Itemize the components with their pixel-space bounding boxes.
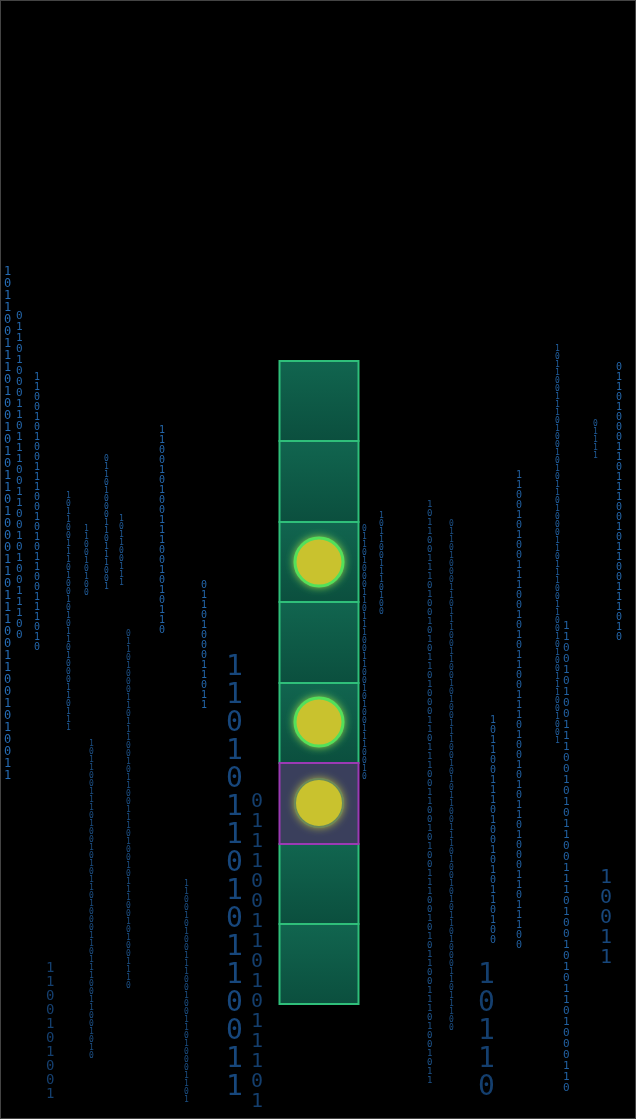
- binary-rain: 01111: [593, 420, 598, 460]
- yellow-ball: [295, 698, 343, 746]
- grid-cell: [280, 441, 359, 522]
- grid-cell: [280, 844, 359, 924]
- binary-rain: 0110100011011: [201, 580, 207, 710]
- cell-column: [280, 361, 359, 1004]
- binary-rain: 1011001110100101011010001101110011001010…: [4, 265, 11, 781]
- binary-rain: 1100101001: [46, 960, 54, 1100]
- binary-rain: 10011: [600, 866, 612, 966]
- binary-rain: 01101000110111001100101001110010: [362, 525, 367, 781]
- yellow-ball: [295, 538, 343, 586]
- binary-rain: 01101000110111001: [104, 455, 109, 591]
- binary-rain: 1011001110100101011010001101110011001010…: [427, 500, 432, 1085]
- grid-cell: [280, 602, 359, 683]
- selected-cell: [280, 763, 359, 844]
- grid-cell: [280, 522, 359, 602]
- grid-cell: [280, 361, 359, 441]
- balls: [295, 538, 343, 827]
- yellow-ball: [295, 779, 343, 827]
- grid-cell: [280, 683, 359, 763]
- binary-rain: 1011001110100: [379, 512, 384, 616]
- binary-rain: 10110011101001010110100: [490, 715, 496, 945]
- grid-cell: [280, 924, 359, 1004]
- binary-rain: 101100111010010101101000110111: [66, 492, 71, 732]
- binary-rain: 110010100111001010110: [159, 425, 165, 635]
- binary-rain: 10110: [478, 960, 495, 1100]
- binary-rain: 1100101001110010011010001101: [184, 880, 189, 1104]
- binary-rain: 1100101001110010101100111010010101101000…: [516, 470, 522, 950]
- binary-rain: 0110100011011100110010100111001010110011…: [449, 520, 454, 1032]
- binary-rain: 1011001110100101011010001101110011001010…: [555, 345, 560, 745]
- binary-rain: 1100101001110010101100111010010101101000…: [563, 620, 570, 1093]
- binary-rain: 011010001101110011001010011100: [16, 310, 23, 640]
- binary-rain: 0111001101011101: [251, 790, 263, 1110]
- binary-rain: 1100101001110010101100111010: [34, 372, 40, 652]
- binary-rain: 110010100: [84, 525, 89, 597]
- binary-rain: 1011001110100101011010001101110011001010: [89, 740, 94, 1060]
- binary-rain: 0110100011011100101100111010010111001010…: [126, 630, 131, 990]
- binary-rain: 1101011010110011: [226, 652, 243, 1100]
- binary-rain: 101100111: [119, 515, 124, 587]
- binary-rain: 0110100011011100101100111010: [616, 362, 622, 642]
